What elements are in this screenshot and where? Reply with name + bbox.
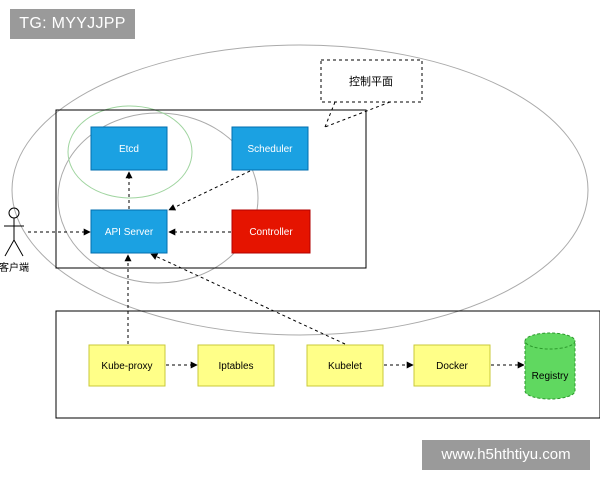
api-server-label: API Server xyxy=(105,227,154,238)
worker-node-container xyxy=(55,310,600,419)
arrow-scheduler-to-api xyxy=(168,170,251,211)
api-server-node[interactable] xyxy=(90,209,168,254)
docker-label: Docker xyxy=(436,361,468,372)
etcd-node[interactable] xyxy=(90,126,168,171)
etcd-label: Etcd xyxy=(119,144,139,155)
kubelet-node[interactable] xyxy=(306,344,384,387)
control-plane-label: 控制平面 xyxy=(349,74,393,88)
registry-label: Registry xyxy=(532,371,569,382)
registry-top xyxy=(524,332,576,350)
watermark-bottom: www.h5hthtiyu.com xyxy=(422,440,590,470)
watermark-top: TG: MYYJJPP xyxy=(10,9,135,39)
kube-proxy-node[interactable] xyxy=(88,344,166,387)
control-area-ellipse xyxy=(57,112,259,284)
controller-label: Controller xyxy=(249,227,293,238)
callout-pointer-a xyxy=(324,101,336,128)
kubelet-label: Kubelet xyxy=(328,361,362,372)
scheduler-node[interactable] xyxy=(231,126,309,171)
registry-node[interactable] xyxy=(524,332,576,400)
controller-node[interactable] xyxy=(231,209,311,254)
registry-body xyxy=(524,341,576,400)
control-plane-container xyxy=(55,109,367,269)
iptables-node[interactable] xyxy=(197,344,275,387)
callout-pointer-b xyxy=(324,101,391,128)
etcd-highlight-ellipse xyxy=(67,105,193,199)
client-label: 客户端 xyxy=(0,261,29,274)
docker-node[interactable] xyxy=(413,344,491,387)
iptables-label: Iptables xyxy=(218,361,253,372)
control-plane-callout xyxy=(320,59,423,103)
kube-proxy-label: Kube-proxy xyxy=(101,361,152,372)
large-outline-ellipse xyxy=(11,44,589,336)
client-actor-icon xyxy=(4,207,24,257)
scheduler-label: Scheduler xyxy=(247,144,293,155)
